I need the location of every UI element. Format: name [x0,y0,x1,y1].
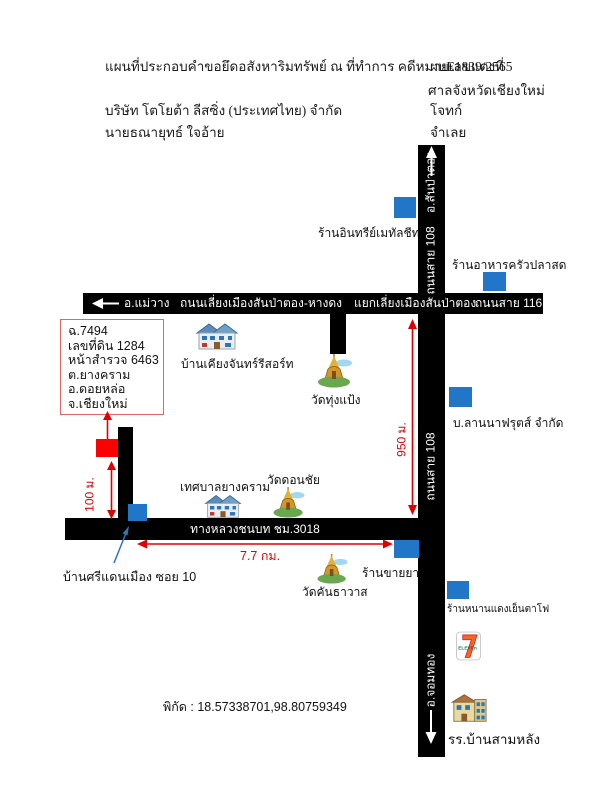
label-ban-sam-lang-school: รร.บ้านสามหลัง [448,732,541,747]
province: จ.เชียงใหม่ [68,396,128,411]
bypass-junction-label: แยกเลี่ยงเมืองสันป่าตอง [354,296,477,310]
distance-label-950m: 950 ม. [394,422,409,457]
land-number: เลขที่ดิน 1284 [68,338,145,353]
label-metal-sheet-shop: ร้านอินทรีย์เมทัลชีท [318,226,420,240]
bypass-west-dest: อ.แม่วาง [124,296,170,310]
temple-icon [273,487,305,518]
west-direction-arrow-icon [92,298,119,309]
subdistrict: ต.ยางคราม [68,367,131,382]
road-108-north-dest: อ.สันป่าตอง [423,151,438,214]
marker-property-parcel [96,439,118,457]
label-krua-pla-sod: ร้านอาหารครัวปลาสด [452,258,567,272]
marker-yen-ta-fo [447,581,469,599]
label-pharmacy: ร้านขายยา [362,566,420,580]
school-icon [450,694,487,722]
temple-icon [318,354,352,388]
house-icon [204,495,242,518]
marker-ban-sri-daen-mueang [128,504,147,521]
distance-arrow-7-7km-icon [137,539,393,549]
distance-arrow-100m-icon [107,461,116,519]
marker-pharmacy [394,540,419,558]
case-number: ผบE1839/2565 [430,59,513,74]
court-name: ศาลจังหวัดเชียงใหม่ [428,83,545,98]
marker-metal-sheet-shop [394,197,416,218]
label-lanna-fruits: บ.ลานนาฟรุตส์ จำกัด [453,416,564,430]
gps-coordinates: พิกัด : 18.57338701,98.80759349 [163,700,347,714]
property-info-box: ฉ.7494 เลขที่ดิน 1284 หน้าสำรวจ 6463 ต.ย… [60,319,164,415]
road-116-name: ถนนสาย 116 [475,296,543,310]
distance-arrow-950m-icon [408,319,417,515]
defendant-role: จำเลย [430,125,467,140]
bypass-road-name: ถนนเลี่ยงเมืองสันป่าตอง-หางดง [180,296,342,310]
house-icon [195,323,239,350]
south-direction-arrow-icon [425,710,437,744]
road-108-north-label: ถนนสาย 108 อ.สันป่าตอง [422,152,441,295]
marker-krua-pla-sod [483,272,506,291]
deed-number: ฉ.7494 [68,324,108,338]
seven-eleven-wordmark: ELEVEn [458,645,477,651]
road-stub-temple-access [330,314,346,354]
label-wat-khanthawat: วัดคันธาวาส [302,585,368,599]
pointer-arrow-soi10-icon [113,526,129,564]
road-108-south-dest: อ.จอมทอง [423,653,438,708]
pointer-arrow-parcel-to-box-icon [103,411,112,439]
label-yen-ta-fo: ร้านหนานแดงเย็นตาโฟ [447,604,550,615]
seven-digit-shape [462,634,478,658]
road-bypass-sanpatong-hangdong [83,293,543,314]
label-ban-sri-daen-mueang: บ้านศรีแดนเมือง ซอย 10 [63,570,197,584]
plaintiff-role: โจทก์ [430,103,463,118]
map-title: แผนที่ประกอบคำขอยึดอสังหาริมทรัพย์ ณ ที่… [105,59,505,74]
label-wat-don-chai: วัดดอนชัย [267,473,320,487]
road-stub-soi10 [118,427,133,520]
district: อ.ดอยหล่อ [68,382,126,397]
marker-lanna-fruits [449,387,472,407]
survey-number: หน้าสำรวจ 6463 [68,353,159,368]
plaintiff-name: บริษัท โตโยต้า ลีสซิ่ง (ประเทศไทย) จำกัด [105,103,343,118]
road-route-108 [418,145,445,757]
road-108-name-mid: ถนนสาย 108 [423,432,438,501]
north-direction-arrow-icon [426,146,437,176]
rural-road-name: ทางหลวงชนบท ชม.3018 [190,522,320,536]
road-rural-chm3018 [65,518,425,540]
road-108-name-top: ถนนสาย 108 [423,226,438,295]
label-wat-thung-paeng: วัดทุ่งแป้ง [311,393,361,407]
label-kiang-chan-resort: บ้านเคียงจันทร์รีสอร์ท [181,357,294,371]
defendant-name: นายธณายุทธ์ ใจอ้าย [105,125,225,140]
distance-label-100m: 100 ม. [82,477,97,512]
distance-label-7-7km: 7.7 กม. [240,549,281,563]
label-municipality: เทศบาลยางคราม [180,480,271,494]
temple-icon [317,554,348,584]
seven-eleven-icon: ELEVEn [456,631,481,661]
